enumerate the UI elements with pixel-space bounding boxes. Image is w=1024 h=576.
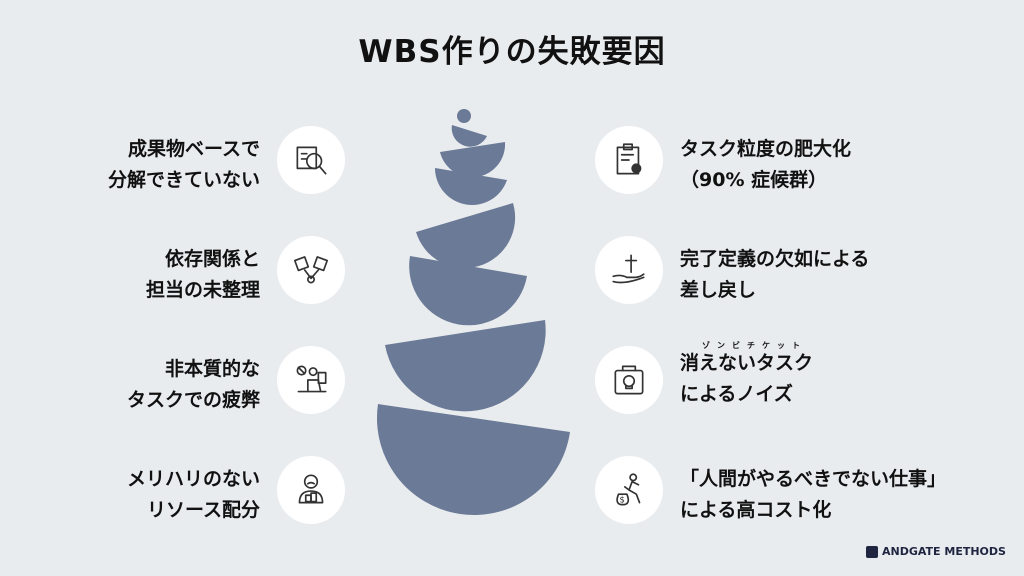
stack-bowl-4 bbox=[416, 203, 516, 269]
tangled-puzzle-icon bbox=[277, 236, 345, 304]
person-boxes-icon bbox=[277, 456, 345, 524]
skull-bag-icon bbox=[595, 346, 663, 414]
brand-mark-icon bbox=[866, 545, 878, 558]
stack-bowl-3 bbox=[435, 168, 507, 206]
hand-cross-icon bbox=[595, 236, 663, 304]
clipboard-icon bbox=[595, 126, 663, 194]
left-item-4: メリハリのないリソース配分 bbox=[126, 468, 260, 521]
left-item-1: 成果物ベースで分解できていない bbox=[107, 138, 260, 191]
money-bag-runner-icon: $ bbox=[595, 456, 663, 524]
right-item-2: 完了定義の欠如による差し戻し bbox=[680, 248, 870, 301]
page-title: WBS作りの失敗要因 bbox=[358, 34, 666, 70]
left-item-2: 依存関係と担当の未整理 bbox=[145, 248, 260, 301]
left-item-3: 非本質的なタスクでの疲弊 bbox=[126, 358, 260, 411]
brand-logo: ANDGATE METHODS bbox=[866, 545, 1006, 558]
stack-bowl-2 bbox=[440, 142, 506, 178]
tired-worker-icon bbox=[277, 346, 345, 414]
stack-bowl-1 bbox=[451, 125, 487, 147]
stack-bowl-6 bbox=[385, 320, 546, 412]
right-item-4: 「人間がやるべきでない仕事」による高コスト化 bbox=[680, 468, 947, 521]
svg-text:$: $ bbox=[620, 495, 625, 505]
stack-bowl-5 bbox=[409, 256, 527, 326]
right-item-3: ゾンビチケット消えないタスクによるノイズ bbox=[680, 341, 814, 405]
right-item-1: タスク粒度の肥大化（90% 症候群） bbox=[680, 138, 852, 191]
stack-bowl-7 bbox=[376, 404, 570, 515]
ruby-annotation: ゾンビチケット bbox=[702, 341, 807, 350]
stack-ball bbox=[457, 109, 471, 123]
document-magnifier-icon bbox=[277, 126, 345, 194]
